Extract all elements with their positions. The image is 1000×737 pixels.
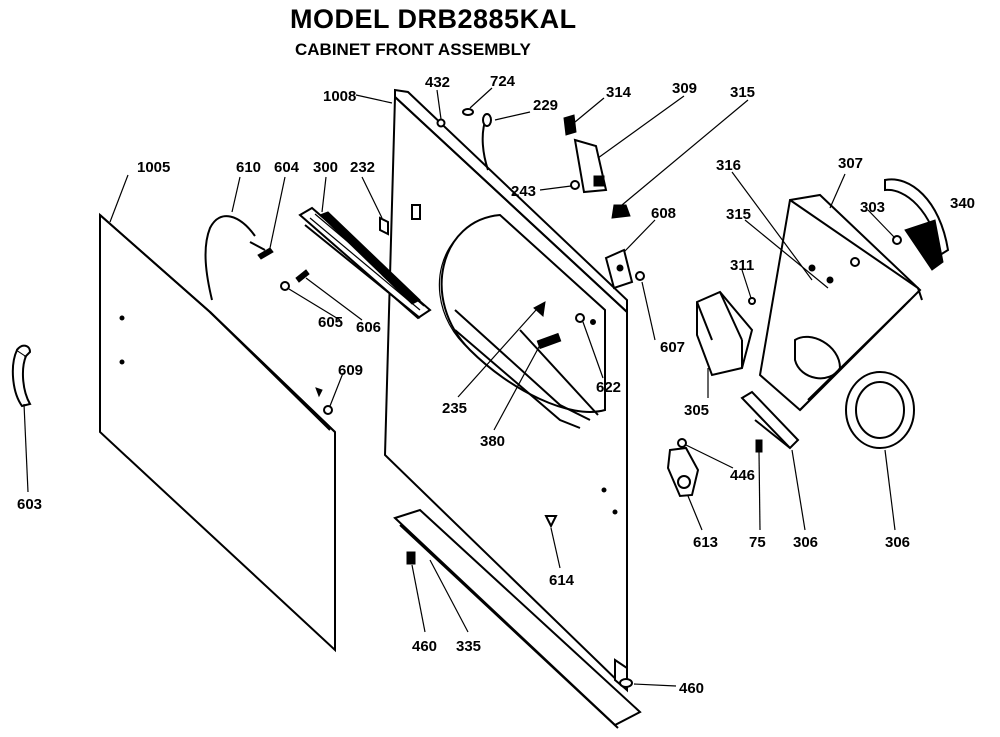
door-strike-300 [298,206,432,320]
handle-603 [11,344,32,408]
diagram-title: MODEL DRB2885KAL [290,4,577,34]
cabinet-front-1008 [383,88,628,693]
callout-labels: 1008 432 724 229 314 309 315 1005 610 60… [17,73,975,697]
label-75: 75 [749,534,766,551]
label-315: 315 [726,206,751,223]
bracket-306 [740,390,800,450]
sensor-box-305 [696,290,754,377]
housing-307 [758,193,923,412]
label-446: 446 [730,467,755,484]
label-614: 614 [549,572,575,589]
small-hardware [257,108,645,688]
label-613: 613 [693,534,718,551]
label-724: 724 [490,73,516,90]
label-432: 432 [425,74,450,91]
seal-ring-308 [845,371,915,449]
label-314: 314 [606,84,632,101]
label-300: 300 [313,159,338,176]
label-460-bottom: 460 [679,680,704,697]
label-605: 605 [318,314,343,331]
label-306-b: 306 [885,534,910,551]
label-305: 305 [684,402,709,419]
label-610: 610 [236,159,261,176]
label-306-a: 306 [793,534,818,551]
label-229: 229 [533,97,558,114]
label-316: 316 [716,157,741,174]
part-340 [884,178,950,271]
label-235: 235 [442,400,467,417]
label-606: 606 [356,319,381,336]
label-603: 603 [17,496,42,513]
label-335: 335 [456,638,481,655]
label-232: 232 [350,159,375,176]
label-315-top: 315 [730,84,755,101]
label-608: 608 [651,205,676,222]
latch-613 [666,446,700,498]
label-622: 622 [596,379,621,396]
toe-plate-335 [393,508,642,729]
leader-lines [23,87,896,687]
label-1008: 1008 [323,88,356,105]
label-1005: 1005 [137,159,170,176]
wire-harness-610 [204,215,256,301]
label-607: 607 [660,339,685,356]
label-311: 311 [730,257,754,274]
door-panel-1005 [99,212,336,653]
label-609: 609 [338,362,363,379]
label-303: 303 [860,199,885,216]
label-309: 309 [672,80,697,97]
label-340: 340 [950,195,975,212]
label-380: 380 [480,433,505,450]
label-604: 604 [274,159,300,176]
diagram-subtitle: CABINET FRONT ASSEMBLY [295,40,531,59]
label-307: 307 [838,155,863,172]
label-243: 243 [511,183,536,200]
label-460-left: 460 [412,638,437,655]
